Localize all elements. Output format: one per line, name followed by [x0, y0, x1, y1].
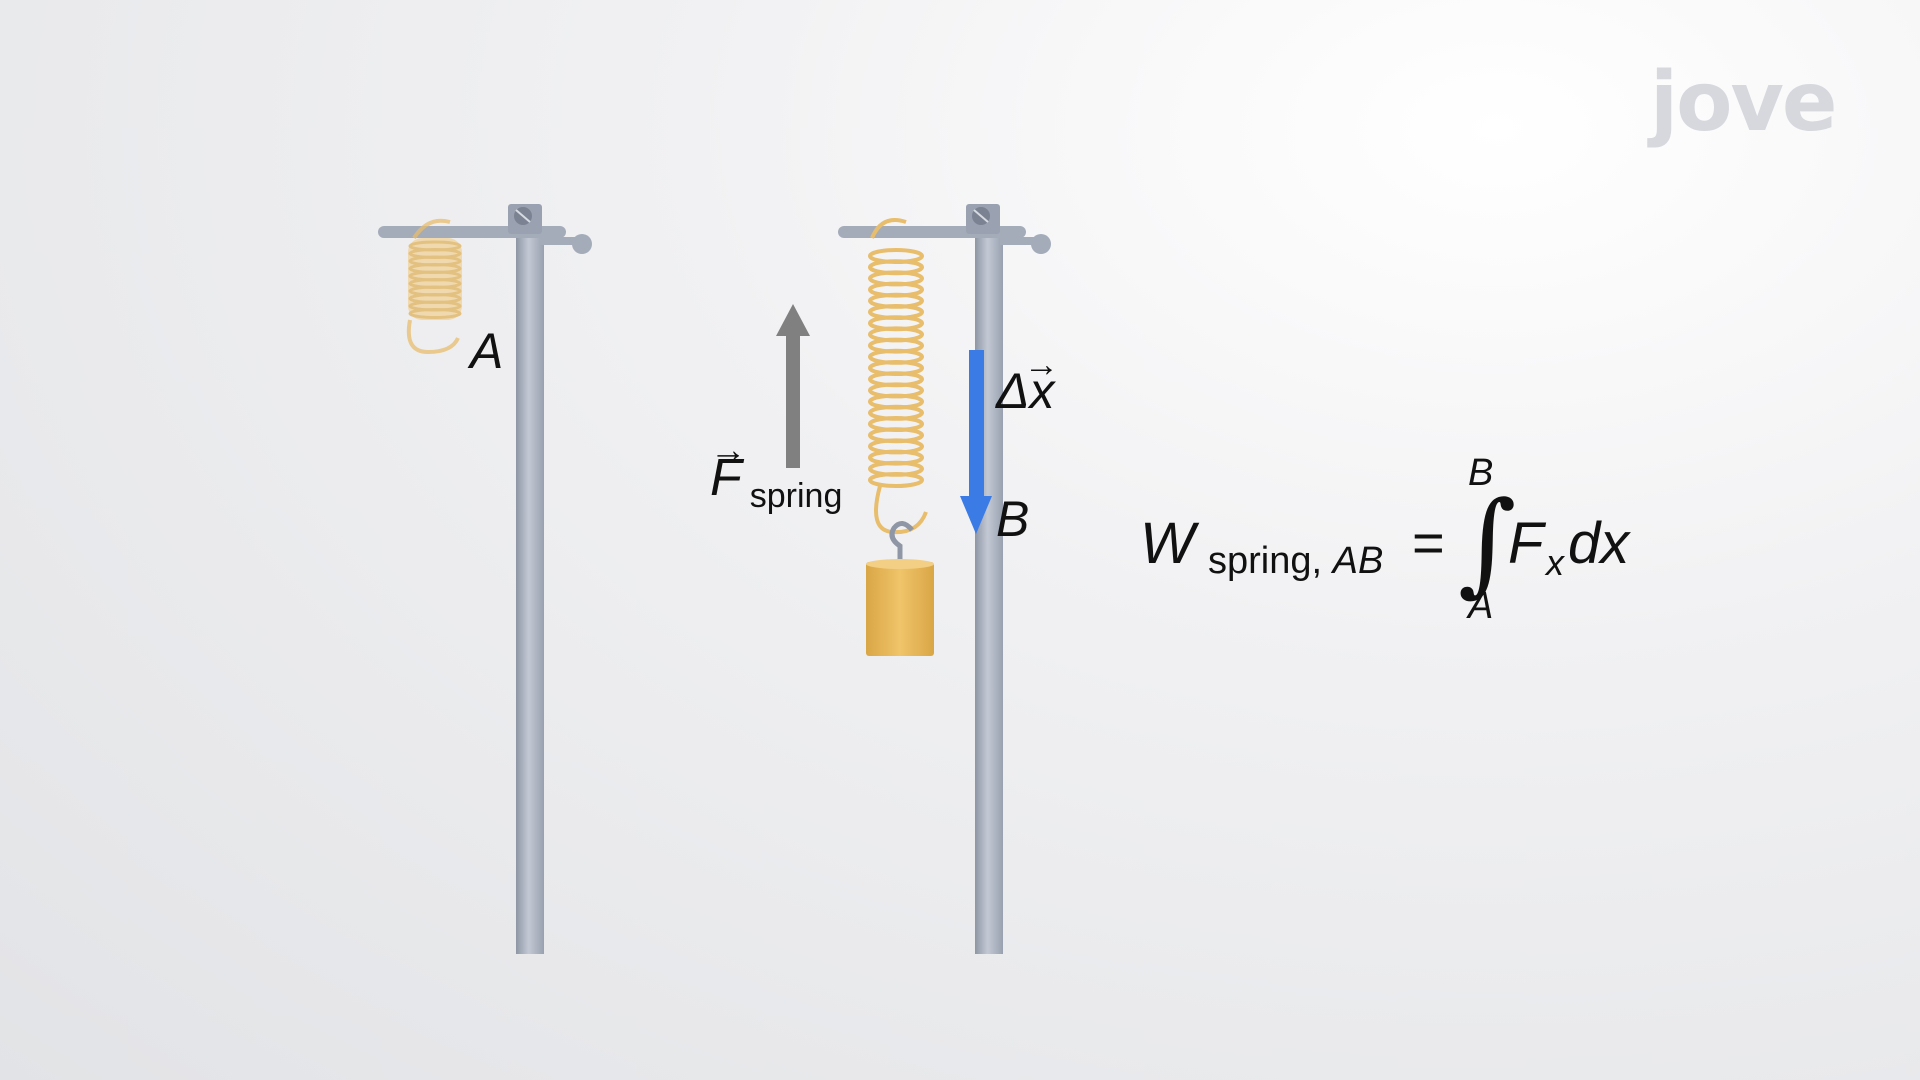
formula-work-subscript: spring, AB: [1208, 540, 1384, 582]
weight-block: [866, 562, 934, 656]
left-stand: [378, 204, 592, 954]
spring-force-arrow: [776, 304, 810, 468]
right-stand-knob: [1031, 234, 1051, 254]
displacement-arrow: [960, 350, 992, 534]
work-integral-formula: W spring, AB = B ∫ A F x dx: [1140, 452, 1640, 627]
point-a-label: A: [470, 323, 504, 379]
formula-force-symbol: F: [1508, 511, 1544, 576]
compressed-spring: [406, 218, 462, 355]
formula-equals: =: [1412, 511, 1445, 574]
displacement-label: →Δx: [996, 344, 1059, 419]
formula-upper-bound: B: [1468, 452, 1494, 494]
formula-work-symbol: W: [1140, 511, 1195, 576]
hanging-weight: [866, 521, 934, 656]
vector-arrow: →: [1024, 344, 1059, 384]
formula-integral-sign: ∫: [1458, 478, 1517, 608]
weight-hook: [889, 521, 914, 566]
jove-logo: jove: [1650, 55, 1838, 150]
left-stand-arm-extension: [540, 237, 576, 245]
right-stand-rod: [975, 232, 1003, 954]
formula-differential: dx: [1568, 511, 1630, 576]
formula-lower-bound: A: [1468, 585, 1494, 627]
left-stand-knob: [572, 234, 592, 254]
formula-force-subscript: x: [1546, 542, 1564, 583]
vector-arrow: →: [710, 428, 747, 470]
left-stand-rod: [516, 232, 544, 954]
right-stand-arm-extension: [1000, 237, 1036, 245]
point-b-label: B: [996, 491, 1030, 547]
stretched-spring: [868, 218, 928, 535]
spring-force-subscript: spring: [749, 477, 843, 515]
